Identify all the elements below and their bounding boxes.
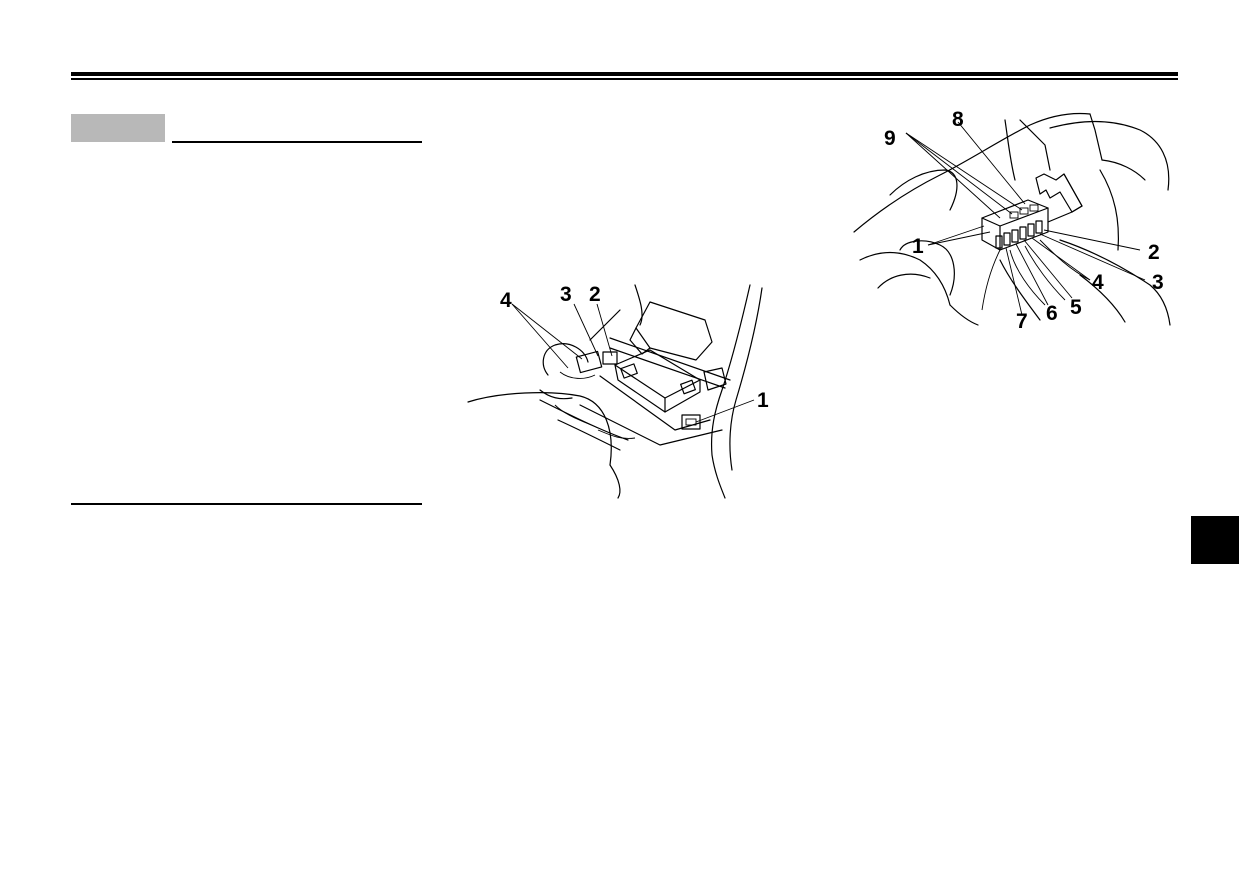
figure-right-callout-5: 5	[1070, 296, 1082, 319]
figure-left-callout-1: 1	[757, 389, 769, 412]
figure-right-callout-4: 4	[1092, 271, 1104, 294]
figure-left-drawing	[467, 284, 763, 499]
figure-left-callout-2: 2	[589, 283, 601, 306]
figure-right-callout-3: 3	[1152, 271, 1164, 294]
note-end-rule	[71, 503, 422, 505]
note-label-box	[71, 114, 165, 142]
figure-right-callout-7: 7	[1016, 310, 1028, 333]
figure-right-callout-9: 9	[884, 127, 896, 150]
figure-right-callout-2: 2	[1148, 241, 1160, 264]
chapter-side-tab	[1191, 516, 1239, 564]
header-rule-thick	[71, 72, 1178, 76]
figure-left-callout-3: 3	[560, 283, 572, 306]
figure-right-callout-8: 8	[952, 108, 964, 131]
header-rule-thin	[71, 78, 1178, 80]
figure-right-drawing	[853, 112, 1171, 326]
figure-right-callout-1: 1	[912, 235, 924, 258]
figure-left-illustration: 4 3 2 1	[467, 283, 769, 499]
figure-right-illustration: 9 8 1 2 3 4 5 6 7	[853, 108, 1171, 333]
figure-right-callout-6: 6	[1046, 302, 1058, 325]
note-title-rule	[172, 141, 422, 143]
figure-left-callout-4: 4	[500, 289, 512, 312]
